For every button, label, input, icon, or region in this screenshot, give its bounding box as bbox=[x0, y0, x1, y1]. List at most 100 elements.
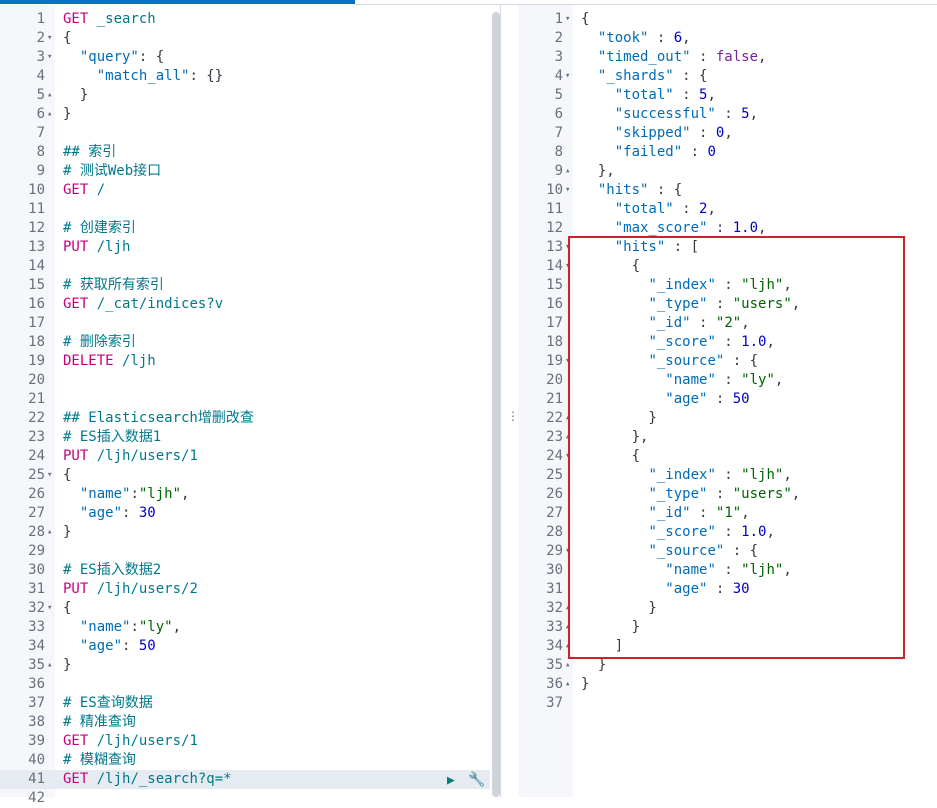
fold-open-icon[interactable]: ▾ bbox=[565, 546, 571, 556]
fold-open-icon[interactable]: ▾ bbox=[47, 470, 53, 480]
editor-line[interactable]: 3▾ "query": { bbox=[0, 48, 490, 67]
fold-close-icon[interactable]: ▴ bbox=[565, 432, 571, 442]
response-line[interactable]: 26 "_type" : "users", bbox=[518, 485, 937, 504]
fold-close-icon[interactable]: ▴ bbox=[565, 603, 571, 613]
editor-line[interactable]: 21 bbox=[0, 390, 490, 409]
editor-line[interactable]: 6▴} bbox=[0, 105, 490, 124]
response-line[interactable]: 31 "age" : 30 bbox=[518, 580, 937, 599]
response-line[interactable]: 7 "skipped" : 0, bbox=[518, 124, 937, 143]
editor-line[interactable]: 37# ES查询数据 bbox=[0, 694, 490, 713]
response-line[interactable]: 6 "successful" : 5, bbox=[518, 105, 937, 124]
editor-line[interactable]: 34 "age": 50 bbox=[0, 637, 490, 656]
fold-close-icon[interactable]: ▴ bbox=[565, 413, 571, 423]
response-viewer[interactable]: 1▾{2 "took" : 6,3 "timed_out" : false,4▾… bbox=[518, 5, 937, 797]
editor-line[interactable]: 42 bbox=[0, 789, 490, 808]
response-line[interactable]: 4▾ "_shards" : { bbox=[518, 67, 937, 86]
response-line[interactable]: 37 bbox=[518, 694, 937, 713]
fold-open-icon[interactable]: ▾ bbox=[47, 33, 53, 43]
response-line[interactable]: 8 "failed" : 0 bbox=[518, 143, 937, 162]
active-tab-indicator[interactable] bbox=[0, 0, 355, 4]
response-line[interactable]: 1▾{ bbox=[518, 10, 937, 29]
fold-close-icon[interactable]: ▴ bbox=[565, 679, 571, 689]
editor-line[interactable]: 2▾{ bbox=[0, 29, 490, 48]
fold-open-icon[interactable]: ▾ bbox=[565, 71, 571, 81]
editor-line[interactable]: 27 "age": 30 bbox=[0, 504, 490, 523]
editor-line[interactable]: 15# 获取所有索引 bbox=[0, 276, 490, 295]
fold-open-icon[interactable]: ▾ bbox=[565, 356, 571, 366]
response-line[interactable]: 13▾ "hits" : [ bbox=[518, 238, 937, 257]
response-line[interactable]: 23▴ }, bbox=[518, 428, 937, 447]
response-line[interactable]: 18 "_score" : 1.0, bbox=[518, 333, 937, 352]
editor-line[interactable]: 32▾{ bbox=[0, 599, 490, 618]
editor-line[interactable]: 33 "name":"ly", bbox=[0, 618, 490, 637]
editor-line[interactable]: 26 "name":"ljh", bbox=[0, 485, 490, 504]
response-line[interactable]: 27 "_id" : "1", bbox=[518, 504, 937, 523]
editor-line[interactable]: 38# 精准查询 bbox=[0, 713, 490, 732]
response-line[interactable]: 17 "_id" : "2", bbox=[518, 314, 937, 333]
editor-line[interactable]: 8## 索引 bbox=[0, 143, 490, 162]
response-line[interactable]: 25 "_index" : "ljh", bbox=[518, 466, 937, 485]
response-line[interactable]: 21 "age" : 50 bbox=[518, 390, 937, 409]
editor-line[interactable]: 14 bbox=[0, 257, 490, 276]
editor-line[interactable]: 40# 模糊查询 bbox=[0, 751, 490, 770]
fold-close-icon[interactable]: ▴ bbox=[565, 660, 571, 670]
editor-line[interactable]: 22## Elasticsearch增删改查 bbox=[0, 409, 490, 428]
fold-open-icon[interactable]: ▾ bbox=[565, 451, 571, 461]
wrench-icon[interactable]: 🔧 bbox=[468, 772, 486, 788]
fold-open-icon[interactable]: ▾ bbox=[565, 242, 571, 252]
fold-open-icon[interactable]: ▾ bbox=[47, 52, 53, 62]
response-line[interactable]: 11 "total" : 2, bbox=[518, 200, 937, 219]
response-line[interactable]: 28 "_score" : 1.0, bbox=[518, 523, 937, 542]
editor-line[interactable]: 7 bbox=[0, 124, 490, 143]
response-line[interactable]: 24▾ { bbox=[518, 447, 937, 466]
editor-line[interactable]: 28▴} bbox=[0, 523, 490, 542]
editor-line[interactable]: 4 "match_all": {} bbox=[0, 67, 490, 86]
response-line[interactable]: 10▾ "hits" : { bbox=[518, 181, 937, 200]
editor-line[interactable]: 9# 测试Web接口 bbox=[0, 162, 490, 181]
editor-line[interactable]: 12# 创建索引 bbox=[0, 219, 490, 238]
fold-close-icon[interactable]: ▴ bbox=[47, 660, 53, 670]
editor-line[interactable]: 20 bbox=[0, 371, 490, 390]
fold-close-icon[interactable]: ▴ bbox=[47, 527, 53, 537]
editor-line[interactable]: 23# ES插入数据1 bbox=[0, 428, 490, 447]
response-line[interactable]: 14▾ { bbox=[518, 257, 937, 276]
fold-close-icon[interactable]: ▴ bbox=[47, 90, 53, 100]
response-line[interactable]: 12 "max_score" : 1.0, bbox=[518, 219, 937, 238]
fold-close-icon[interactable]: ▴ bbox=[47, 109, 53, 119]
editor-line[interactable]: 29 bbox=[0, 542, 490, 561]
editor-scrollbar[interactable] bbox=[492, 12, 500, 797]
fold-close-icon[interactable]: ▴ bbox=[565, 622, 571, 632]
fold-open-icon[interactable]: ▾ bbox=[565, 14, 571, 24]
response-line[interactable]: 30 "name" : "ljh", bbox=[518, 561, 937, 580]
editor-line[interactable]: 17 bbox=[0, 314, 490, 333]
response-line[interactable]: 2 "took" : 6, bbox=[518, 29, 937, 48]
response-line[interactable]: 15 "_index" : "ljh", bbox=[518, 276, 937, 295]
fold-close-icon[interactable]: ▴ bbox=[565, 166, 571, 176]
fold-open-icon[interactable]: ▾ bbox=[47, 603, 53, 613]
response-line[interactable]: 22▴ } bbox=[518, 409, 937, 428]
play-icon[interactable]: ▶ bbox=[447, 773, 455, 788]
editor-line[interactable]: 36 bbox=[0, 675, 490, 694]
editor-line[interactable]: 18# 删除索引 bbox=[0, 333, 490, 352]
response-line[interactable]: 34▴ ] bbox=[518, 637, 937, 656]
response-line[interactable]: 20 "name" : "ly", bbox=[518, 371, 937, 390]
pane-resize-handle[interactable]: ⋮ bbox=[500, 5, 520, 797]
response-line[interactable]: 16 "_type" : "users", bbox=[518, 295, 937, 314]
response-line[interactable]: 32▴ } bbox=[518, 599, 937, 618]
response-line[interactable]: 35▴ } bbox=[518, 656, 937, 675]
response-line[interactable]: 5 "total" : 5, bbox=[518, 86, 937, 105]
response-line[interactable]: 3 "timed_out" : false, bbox=[518, 48, 937, 67]
editor-scrollbar-thumb[interactable] bbox=[492, 12, 500, 797]
response-line[interactable]: 29▾ "_source" : { bbox=[518, 542, 937, 561]
editor-line[interactable]: 11 bbox=[0, 200, 490, 219]
response-line[interactable]: 33▴ } bbox=[518, 618, 937, 637]
editor-line[interactable]: 35▴} bbox=[0, 656, 490, 675]
